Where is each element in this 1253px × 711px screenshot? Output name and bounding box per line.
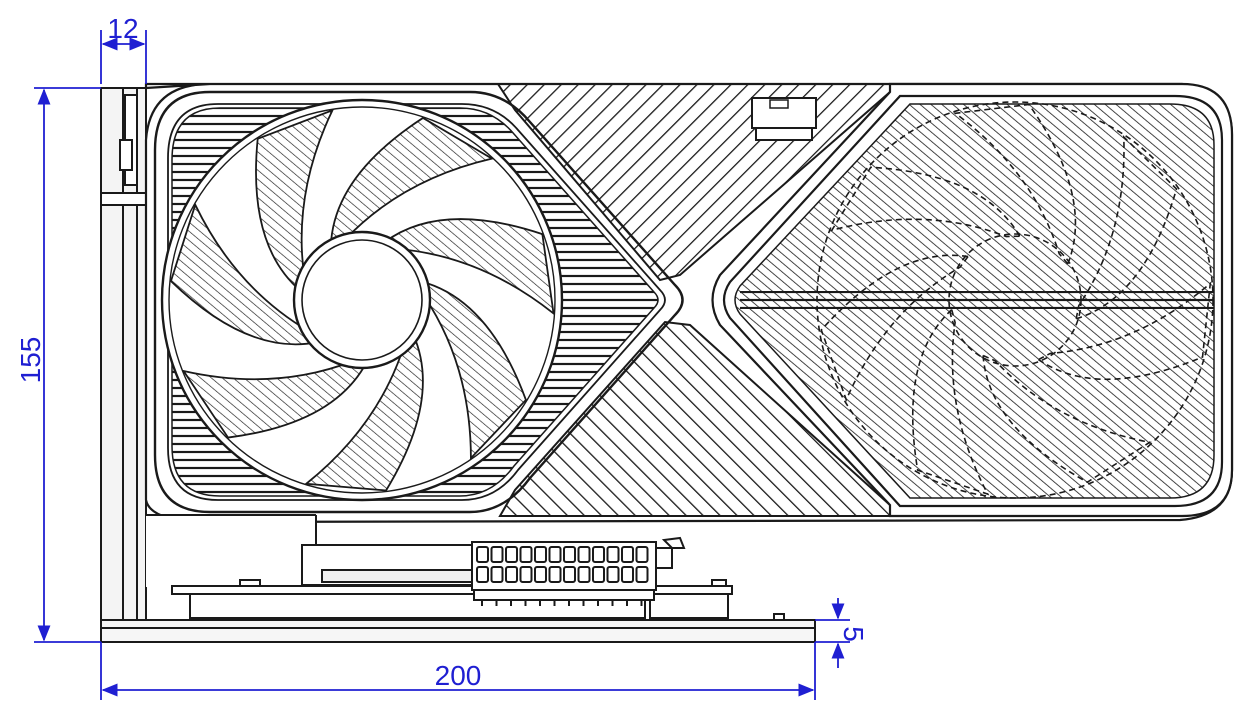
left-fan-blade: [169, 202, 319, 346]
right-fan-hidden-rim: [816, 101, 1214, 499]
connector-pin: [592, 566, 605, 583]
dimension-label-5: 5: [838, 626, 869, 642]
dimension-label-12: 12: [107, 13, 138, 44]
connector-pin: [548, 546, 562, 563]
connector-pin: [577, 566, 591, 583]
left-fan-blade: [382, 218, 555, 316]
left-fan-blade: [255, 108, 335, 293]
right-fan-hidden-hub: [948, 233, 1082, 367]
connector-pin: [490, 546, 504, 563]
pcb-assembly: [146, 514, 785, 623]
right-fan-hidden-blade: [982, 354, 1152, 484]
connector-pin: [519, 546, 533, 563]
left-fan-blade: [303, 333, 424, 492]
connector-pin: [592, 546, 605, 563]
connector-pin: [505, 566, 518, 583]
left-fan: [160, 98, 564, 502]
connector-pin: [563, 546, 576, 563]
connector-pin: [548, 566, 562, 583]
connector-pin: [476, 546, 489, 563]
right-fan-hidden-blade: [1036, 281, 1212, 381]
dimension-bracket-thickness: [100, 30, 147, 84]
connector-pin: [621, 566, 634, 583]
dimension-label-155: 155: [15, 337, 46, 384]
connector-pin: [534, 546, 547, 563]
dimension-length: [100, 642, 816, 700]
connector-pin: [534, 566, 547, 583]
right-fan-hidden-blade: [1075, 134, 1178, 320]
connector-pin: [490, 566, 504, 583]
connector-pin: [635, 566, 649, 583]
right-fan-hidden-blade: [830, 166, 1022, 238]
top-center-panel: [496, 83, 891, 282]
baseplate: [100, 619, 816, 643]
connector-pin: [476, 566, 489, 583]
dimension-bottom-offset: [815, 598, 850, 668]
left-fan-blade: [420, 280, 527, 461]
connector-pin: [606, 566, 620, 583]
right-fan-grille: [734, 103, 1215, 499]
connector-pin: [606, 546, 620, 563]
connector-pin: [577, 546, 591, 563]
connector-pin: [505, 546, 518, 563]
connector-pin: [621, 546, 634, 563]
connector-pin: [563, 566, 576, 583]
connector-pin: [635, 546, 649, 563]
left-fan-blade: [181, 360, 369, 439]
dimension-height: [34, 87, 101, 643]
power-connector: [471, 536, 686, 606]
dimension-label-200: 200: [435, 660, 482, 691]
right-fan-hidden-blade: [953, 103, 1077, 266]
right-fan-hidden-blade: [820, 254, 970, 402]
left-fan-blade: [329, 116, 495, 248]
right-fan-hidden: [816, 101, 1214, 499]
right-fan-hidden-blade: [911, 308, 990, 496]
io-bracket: [100, 87, 147, 621]
connector-pin: [519, 566, 533, 583]
